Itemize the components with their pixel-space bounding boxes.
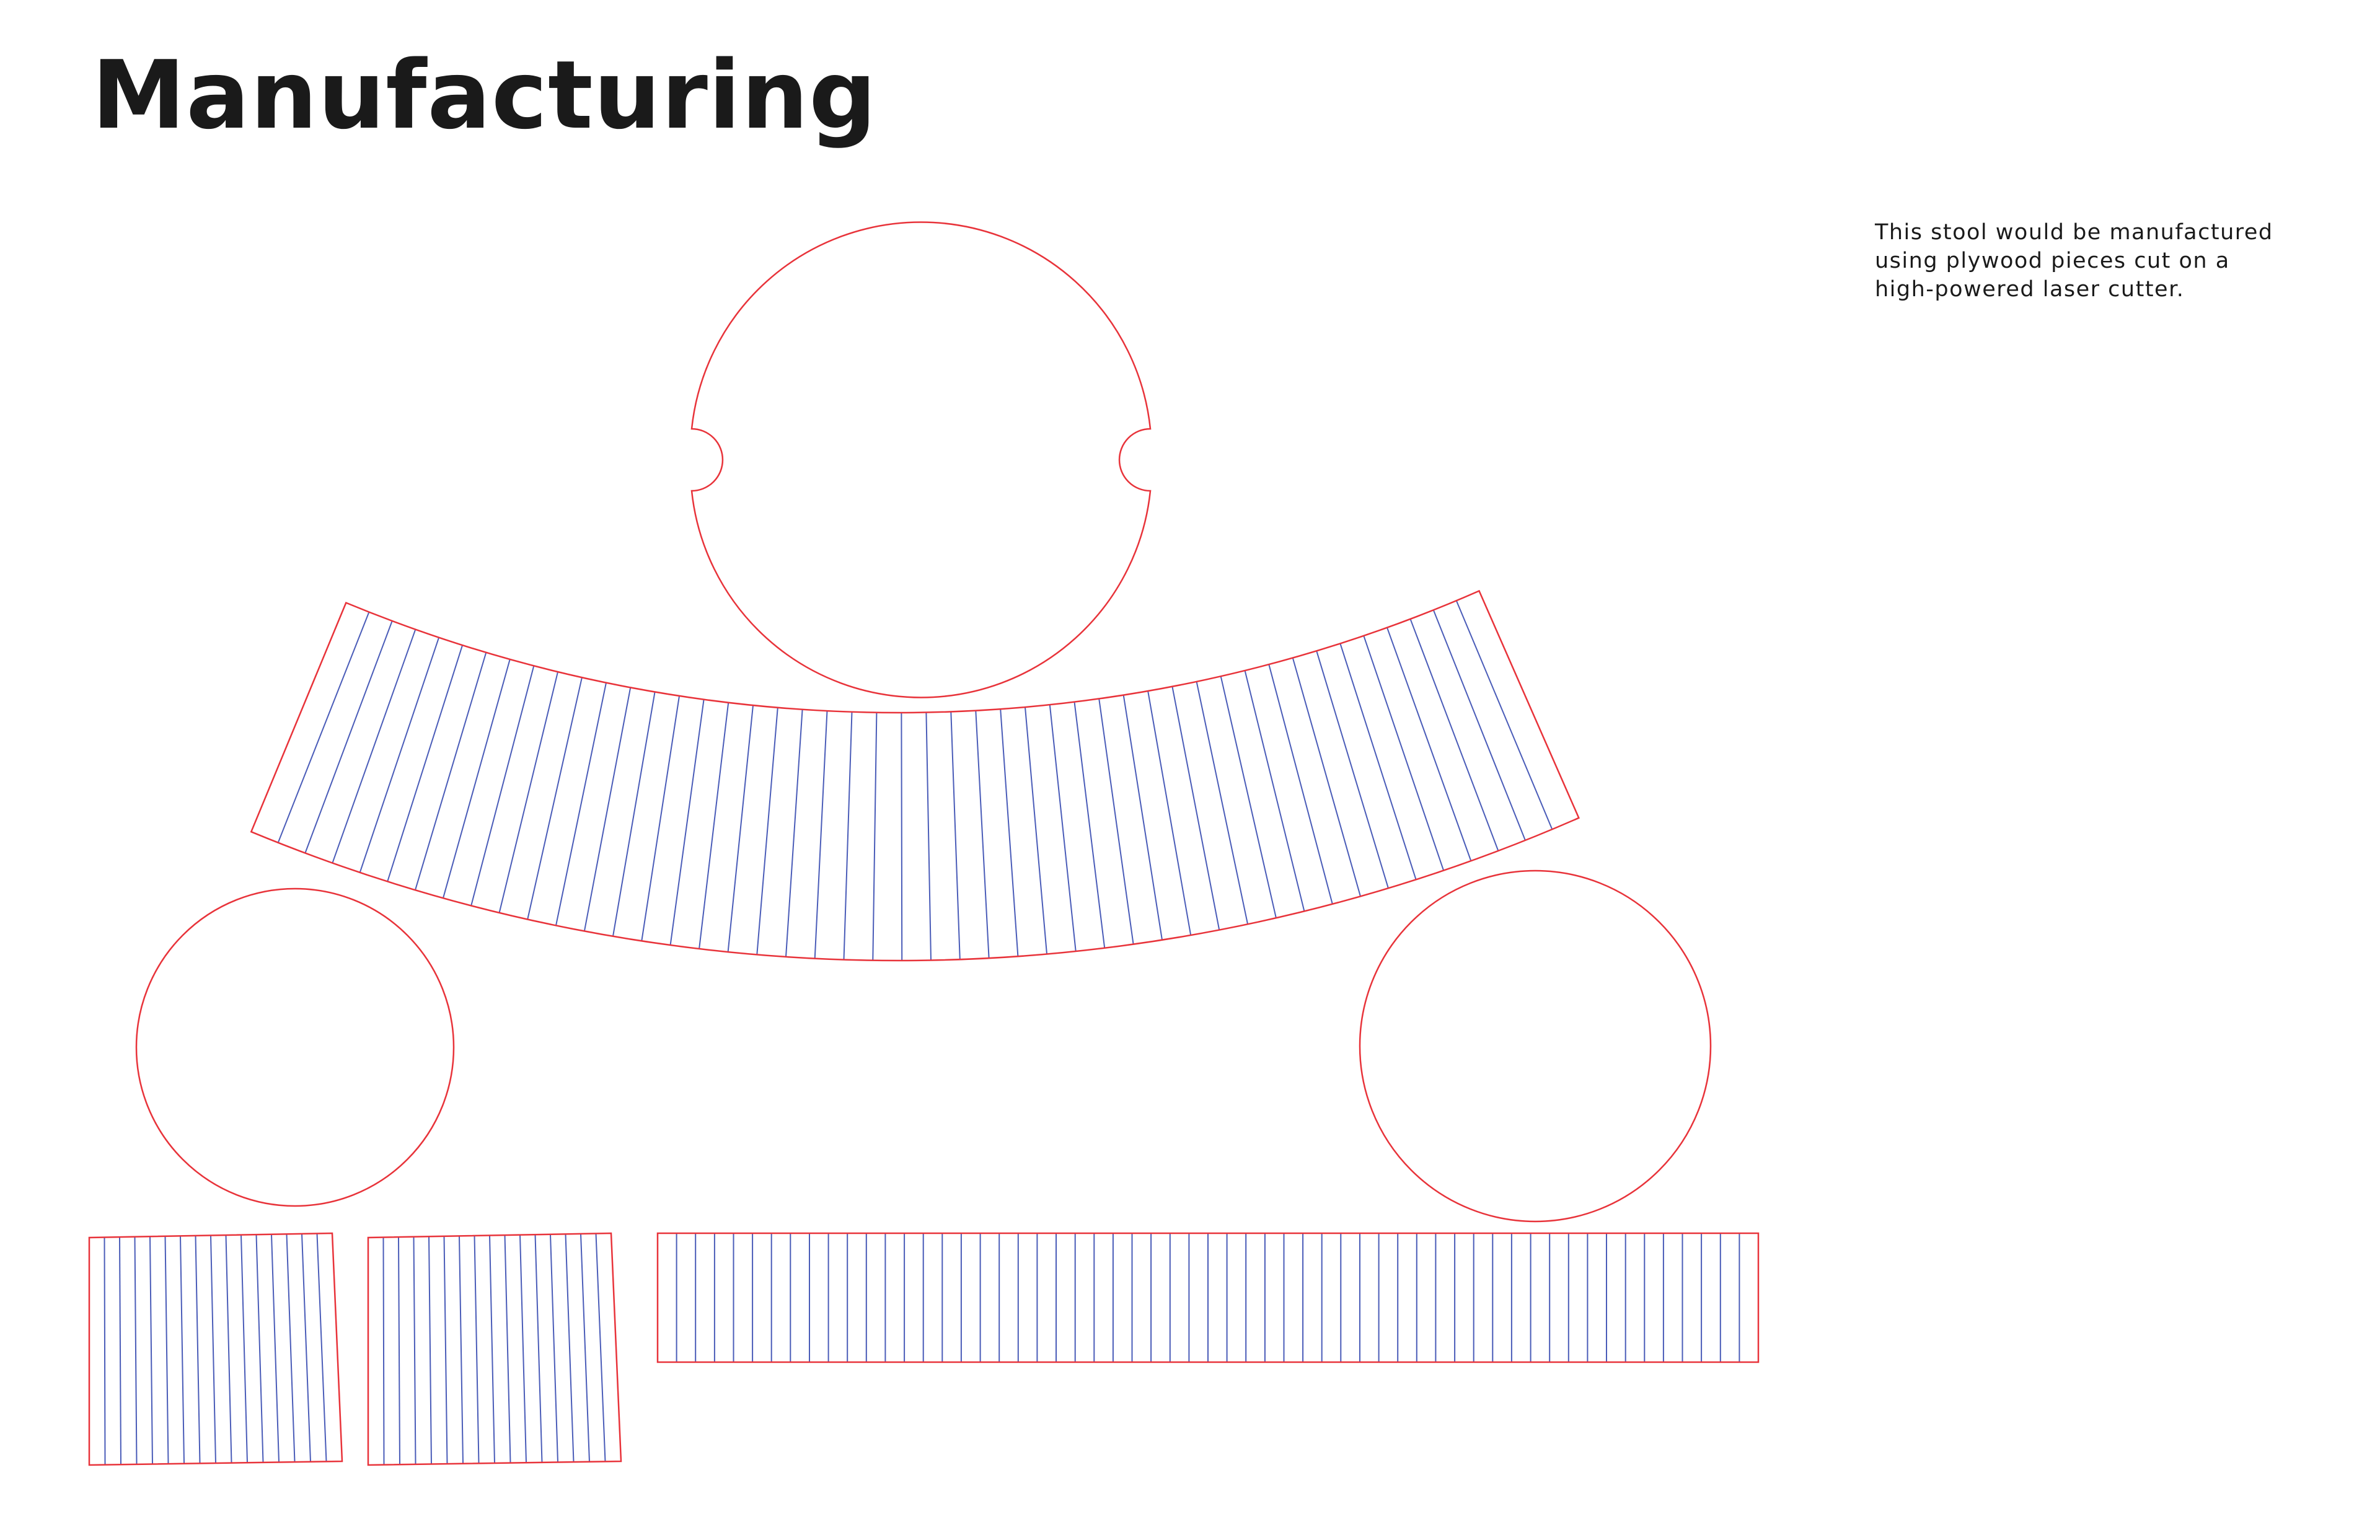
score-line [727,705,754,953]
score-line [443,1236,448,1464]
score-line [756,707,778,955]
score-line [1147,690,1192,936]
score-line [814,711,828,959]
score-line [210,1235,216,1464]
curved-band-piece [250,589,1580,962]
score-line [550,1234,558,1463]
panel-1-outline [88,1232,343,1466]
score-line [1196,681,1249,925]
score-line [612,692,656,936]
score-line [398,1237,400,1465]
score-line [316,1233,327,1462]
score-line [1244,670,1305,912]
score-line [271,1234,280,1463]
score-line [413,1236,416,1464]
score-line [1432,610,1526,841]
panel-2-outline [367,1232,622,1466]
slatted-panel-1 [88,1232,343,1466]
score-line [286,1234,296,1463]
score-line [785,709,803,957]
score-line [669,699,705,946]
small-disc-left [135,887,455,1207]
disc-right [1359,869,1712,1223]
score-line [504,1235,511,1463]
score-line [304,620,393,853]
score-line [1363,635,1445,871]
score-line [519,1234,527,1463]
score-line [180,1236,185,1464]
score-line [1122,695,1163,940]
score-line [119,1237,121,1465]
score-line [1220,676,1277,918]
score-line [872,712,878,961]
score-line [843,711,853,960]
strip-outline [656,1232,1760,1363]
curved-band-score-lines [277,600,1553,961]
score-line [459,1236,464,1464]
score-line [641,695,680,941]
score-line [1292,658,1361,897]
score-line [555,682,607,926]
score-line [277,612,370,843]
seat-piece [690,221,1152,698]
score-line [164,1236,169,1464]
slatted-panel-2 [367,1232,622,1466]
score-line [595,1233,606,1462]
description-line-3: high-powered laser cutter. [1875,277,2185,302]
score-line [225,1235,232,1463]
score-line [332,629,416,863]
panel-2-score-lines [382,1233,606,1465]
description-line-1: This stool would be manufactured [1875,220,2273,245]
score-line [1073,702,1106,948]
curved-band-outline [250,589,1580,962]
score-line [1268,664,1333,905]
score-line [359,637,440,873]
score-line [1171,686,1220,930]
score-line [1316,651,1389,889]
score-line [240,1234,248,1463]
score-line [699,702,729,949]
score-line [534,1234,543,1463]
score-line [428,1236,432,1464]
score-line [950,711,961,960]
score-line [1049,705,1077,952]
strip-score-lines [676,1233,1740,1362]
score-line [565,1234,575,1463]
panel-1-score-lines [104,1233,327,1465]
score-line [387,645,464,882]
description-line-2: using plywood pieces cut on a [1875,249,2230,273]
score-line [474,1235,480,1464]
score-line [1339,643,1417,880]
score-line [134,1236,138,1464]
score-line [415,652,487,891]
page-title: Manufacturing [92,40,877,150]
score-line [301,1233,311,1462]
score-line [901,712,903,961]
score-line [1386,627,1472,861]
score-line [443,659,511,899]
score-line [527,677,583,920]
score-line [470,666,535,906]
score-line [1455,600,1553,830]
score-line [498,671,558,913]
score-line [1000,709,1019,957]
score-line [580,1233,590,1462]
score-line [149,1236,153,1464]
score-line [583,687,632,931]
score-line [975,710,990,959]
score-line [255,1234,264,1463]
long-slatted-strip [656,1232,1760,1363]
score-line [195,1235,201,1464]
score-line [489,1235,495,1464]
description-text: This stool would be manufactured using p… [1875,218,2346,304]
score-line [1025,707,1047,954]
score-line [1409,618,1499,851]
score-line [1098,698,1134,944]
score-line [925,712,932,961]
